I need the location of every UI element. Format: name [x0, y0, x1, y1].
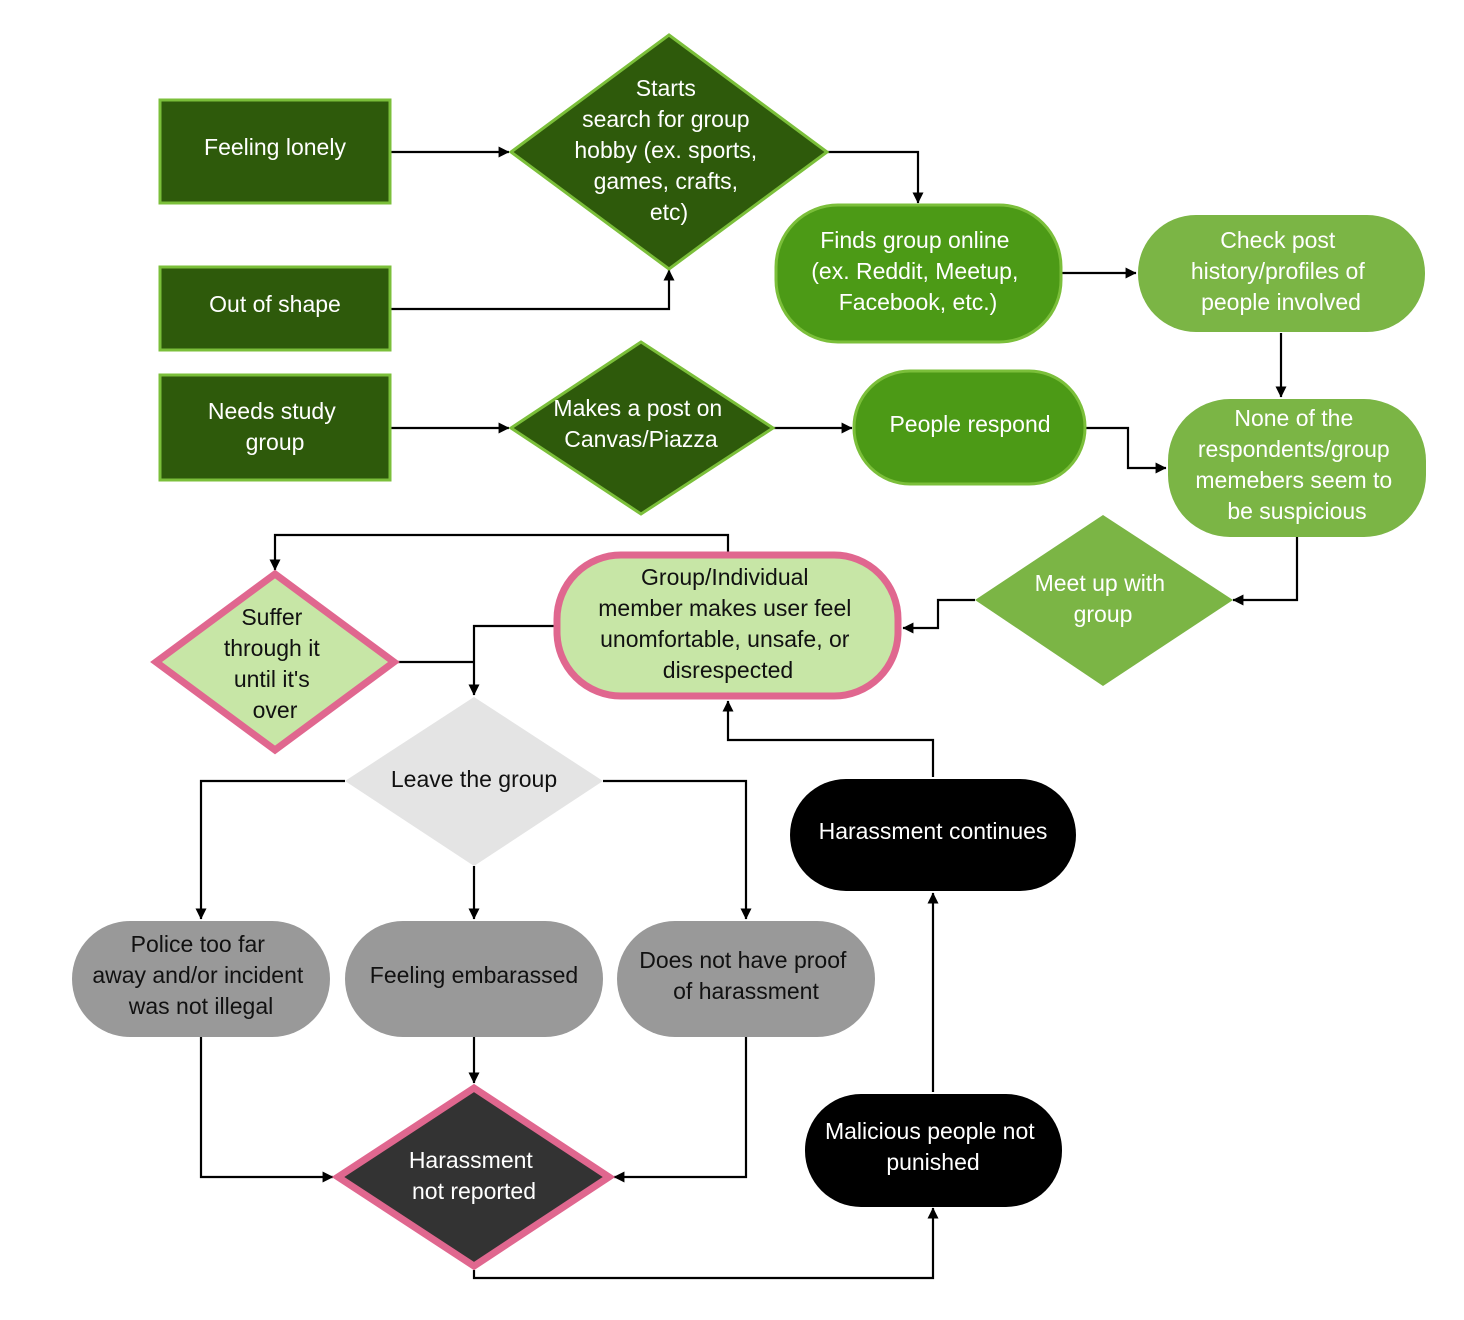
meet-up-label: Meet up with group: [1035, 570, 1172, 627]
leave-group-label: Leave the group: [391, 766, 557, 792]
node-leave-group: Leave the group: [345, 697, 603, 866]
feeling-lonely-label: Feeling lonely: [204, 134, 346, 160]
harassment-continues-shape: [790, 779, 1076, 891]
edge-none-to-meet: [1232, 537, 1299, 606]
harassment-not-reported-label: Harassment not reported: [409, 1147, 539, 1204]
check-post-history-label: Check post history/profiles of people in…: [1191, 227, 1371, 315]
node-malicious-not-punished: Malicious people not punished: [805, 1094, 1062, 1207]
out-of-shape-shape: [158, 265, 392, 352]
people-respond-shape: [852, 369, 1087, 486]
suffer-through-shape: [150, 569, 400, 755]
malicious-not-punished-shape: [805, 1094, 1062, 1207]
node-uncomfortable: Group/Individual member makes user feel …: [553, 551, 902, 700]
no-proof-shape: [617, 921, 875, 1037]
police-too-far-label: Police too far away and/or incident was …: [92, 931, 309, 1019]
edge-leave-to-noproof: [603, 779, 752, 920]
feeling-embarassed-label: Feeling embarassed: [370, 962, 578, 988]
connector-edges: [195, 146, 1299, 1280]
node-out-of-shape: Out of shape: [158, 265, 392, 352]
uncomfortable-label: Group/Individual member makes user feel …: [598, 564, 857, 683]
edge-noproof-to-notreported: [613, 1037, 748, 1183]
edge-shape-to-search: [391, 269, 675, 311]
edge-continues-to-uncomfortable: [722, 700, 935, 777]
makes-post-label: Makes a post on Canvas/Piazza: [553, 395, 728, 452]
edge-uncomfortable-to-leave: [468, 624, 555, 696]
node-police-too-far: Police too far away and/or incident was …: [72, 921, 330, 1037]
harassment-continues-label: Harassment continues: [819, 818, 1048, 844]
node-harassment-continues: Harassment continues: [790, 779, 1076, 891]
starts-search-shape: [508, 33, 830, 271]
node-finds-group-online: Finds group online (ex. Reddit, Meetup, …: [774, 203, 1063, 344]
node-check-post-history: Check post history/profiles of people in…: [1138, 215, 1425, 332]
malicious-not-punished-label: Malicious people not punished: [825, 1118, 1041, 1175]
edge-meet-to-uncomfortable: [902, 598, 975, 634]
node-no-proof: Does not have proof of harassment: [617, 921, 875, 1037]
none-suspicious-shape: [1168, 399, 1426, 537]
node-people-respond: People respond: [852, 369, 1087, 486]
node-none-suspicious: None of the respondents/group memebers s…: [1168, 399, 1426, 537]
node-harassment-not-reported: Harassment not reported: [331, 1083, 616, 1271]
uncomfortable-shape: [553, 551, 902, 700]
edge-police-to-notreported: [199, 1037, 334, 1183]
check-post-history-shape: [1138, 215, 1425, 332]
feeling-lonely-shape: [158, 98, 392, 205]
harassment-not-reported-shape: [331, 1083, 616, 1271]
edge-uncomfortable-to-suffer: [269, 533, 730, 571]
suffer-through-label: Suffer through it until it's over: [224, 604, 326, 723]
finds-group-online-label: Finds group online (ex. Reddit, Meetup, …: [811, 227, 1025, 315]
node-starts-search: Starts search for group hobby (ex. sport…: [508, 33, 830, 271]
no-proof-label: Does not have proof of harassment: [639, 947, 853, 1004]
node-makes-post: Makes a post on Canvas/Piazza: [508, 340, 776, 516]
starts-search-label: Starts search for group hobby (ex. sport…: [574, 75, 763, 225]
meet-up-shape: [975, 515, 1233, 686]
makes-post-shape: [508, 340, 776, 516]
feeling-embarassed-shape: [345, 921, 603, 1037]
node-meet-up: Meet up with group: [975, 515, 1233, 686]
leave-group-shape: [345, 697, 603, 866]
out-of-shape-label: Out of shape: [209, 291, 341, 317]
finds-group-online-shape: [774, 203, 1063, 344]
node-suffer-through: Suffer through it until it's over: [150, 569, 400, 755]
node-feeling-lonely: Feeling lonely: [158, 98, 392, 205]
needs-study-group-label: Needs study group: [208, 398, 342, 455]
needs-study-group-shape: [158, 373, 392, 482]
node-needs-study-group: Needs study group: [158, 373, 392, 482]
people-respond-label: People respond: [889, 411, 1050, 437]
none-suspicious-label: None of the respondents/group memebers s…: [1195, 405, 1398, 524]
edge-search-to-finds: [827, 150, 924, 204]
edge-respond-to-none: [1086, 426, 1167, 474]
police-too-far-shape: [72, 921, 330, 1037]
node-feeling-embarassed: Feeling embarassed: [345, 921, 603, 1037]
edge-leave-to-police: [195, 779, 345, 920]
edge-notreported-to-malicious: [472, 1207, 939, 1280]
